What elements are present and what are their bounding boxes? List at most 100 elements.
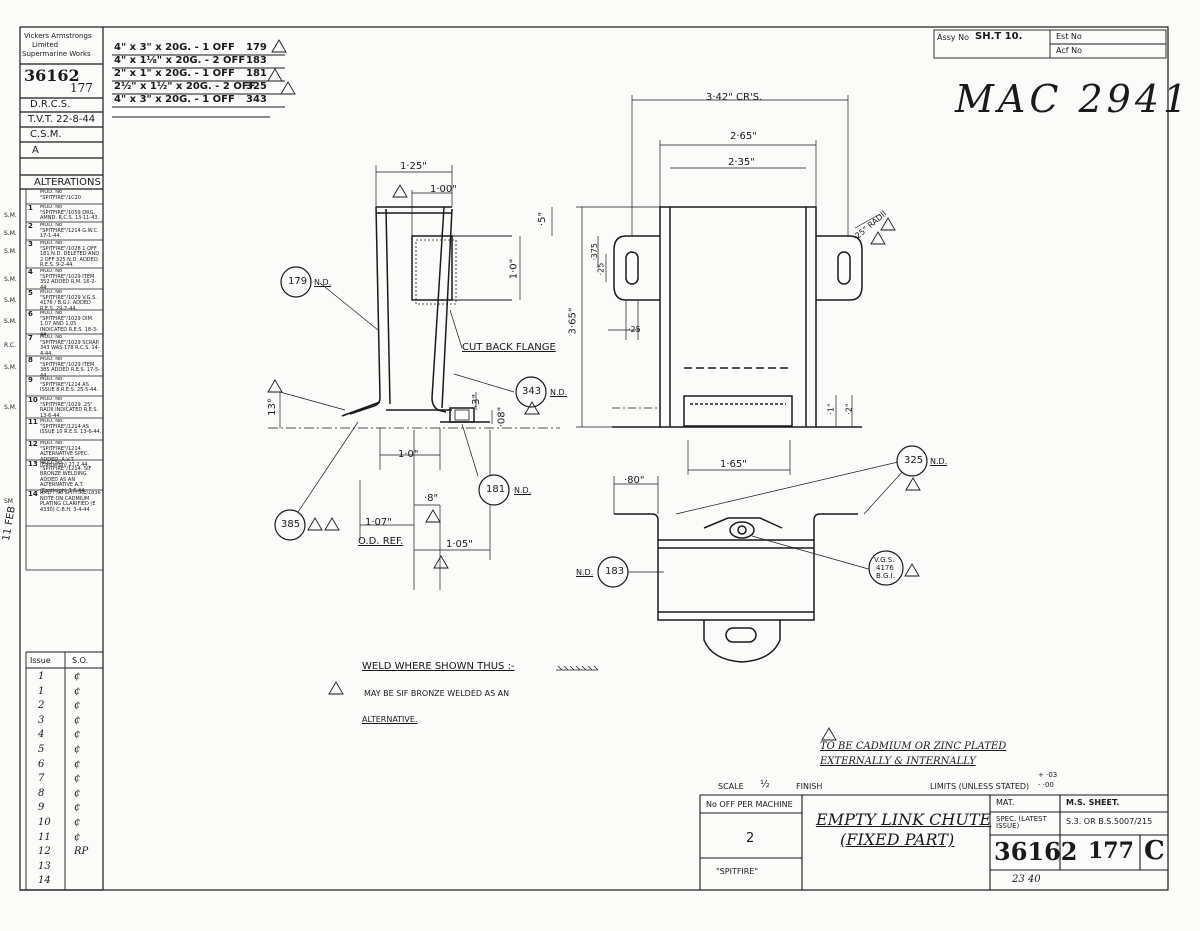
material-entry: 4" x 1⅛" x 20G. - 2 OFF: [114, 55, 246, 66]
dim-13-deg: 13°: [266, 398, 278, 416]
dim-0-5: ·5": [537, 211, 549, 227]
cut-back-flange-note: CUT BACK FLANGE: [462, 342, 556, 353]
alteration-number: 8: [28, 356, 33, 364]
dim-1-05: 1·05": [446, 539, 473, 550]
issue-header: Issue: [30, 656, 51, 665]
balloon-183: [597, 556, 629, 588]
alteration-entry: MOD. No "SPITFIRE"/1C20: [40, 190, 82, 201]
balloon-343-nd: N.D.: [550, 388, 568, 397]
alteration-number: 4: [28, 268, 33, 276]
balloon-179-nd: N.D.: [314, 278, 332, 287]
assy-no-label: Assy No: [937, 33, 969, 42]
balloon-181: [478, 474, 510, 506]
balloon-385: [274, 509, 306, 541]
alteration-number: 10: [28, 396, 38, 404]
footer-scribble: 23 40: [1012, 874, 1041, 885]
issue-number: 3: [38, 714, 45, 726]
alteration-entry: MOD. No "SPITFIRE"/1029 ITEM 385 ADDED R…: [40, 357, 100, 379]
issue-number: 12: [38, 846, 51, 858]
sheet-value: SH.T 10.: [975, 31, 1023, 42]
alteration-number: 7: [28, 334, 33, 342]
material-entry: 4" x 3" x 20G. - 1 OFF: [114, 94, 235, 105]
plan-view: [614, 513, 858, 663]
bronze-note-line-2: ALTERNATIVE.: [362, 715, 418, 724]
issue-number: 11: [38, 831, 51, 843]
revision-letter: C: [1144, 836, 1165, 866]
alteration-entry: MOD. No "SPITFIRE"/1028 1 OFF 181 N.D. D…: [40, 241, 100, 268]
balloon-325-label: 325: [904, 455, 924, 466]
issue-so: ¢: [74, 758, 81, 770]
alteration-number: 6: [28, 310, 33, 318]
dim-0-8: ·8": [424, 493, 439, 504]
issue-number: 1: [38, 671, 45, 682]
dim-3-42-crs: 3·42" CR'S.: [706, 92, 763, 103]
issue-so: ¢: [74, 773, 81, 785]
tracer-entry: T.V.T. 22-8-44: [28, 114, 96, 125]
front-view: [612, 206, 863, 428]
scale-label: SCALE: [718, 782, 744, 791]
alteration-entry: MOD. No "SPITFIRE"/1214. SIF BRONZE WELD…: [40, 461, 92, 494]
so-header: S.O.: [72, 656, 89, 665]
est-label: Est No: [1056, 32, 1082, 41]
balloon-325-nd: N.D.: [930, 457, 948, 466]
aircraft-label: "SPITFIRE": [716, 867, 759, 876]
alteration-entry: AMDT No SPITFIRE/1836 NOTE ON CADMIUM PL…: [40, 491, 101, 513]
alteration-entry: MOD. No "SPITFIRE"/1059 DRG. AMND. R.C.S…: [40, 205, 100, 221]
issue-number: 4: [38, 729, 45, 741]
dim-0-3: ·3": [471, 393, 483, 409]
material-item-number: 181: [246, 68, 267, 79]
spec-label: SPEC. (LATEST ISSUE): [996, 815, 1047, 830]
handwritten-ref: MAC 2941: [955, 77, 1192, 121]
dim-2-65: 2·65": [730, 131, 757, 142]
dim-0-25-h: ·25: [596, 262, 606, 276]
issue-number: 8: [38, 787, 45, 799]
limits-label: LIMITS (UNLESS STATED): [930, 782, 1030, 791]
alteration-number: 11: [28, 418, 38, 426]
od-ref: O.D. REF.: [358, 536, 404, 547]
limits-minus: - ·00: [1038, 781, 1054, 789]
dim-1-0-w: 1·0": [398, 449, 419, 460]
alteration-number: 13: [28, 460, 38, 468]
issue-number: 2: [38, 700, 45, 712]
alteration-initials: S.M.: [4, 404, 17, 411]
weld-note: WELD WHERE SHOWN THUS :-: [362, 661, 515, 672]
material-item-number: 325: [246, 81, 267, 92]
sidebar-sheet-ref: 177: [70, 81, 93, 95]
issue-so: ¢: [74, 831, 81, 843]
issue-number: 13: [38, 860, 51, 872]
dim-1-07: 1·07": [365, 517, 392, 528]
no-off-value: 2: [746, 831, 755, 846]
issue-number: 6: [38, 758, 45, 770]
alteration-initials: R.C.: [4, 342, 16, 349]
cadmium-note-line-1: TO BE CADMIUM OR ZINC PLATED: [820, 741, 1007, 752]
sidebar-drawing-number: 36162: [24, 66, 80, 85]
issue-number: 14: [38, 875, 51, 887]
bgi-label: B.G.I.: [876, 572, 895, 580]
side-view: [341, 206, 512, 423]
mat-value: M.S. SHEET.: [1066, 798, 1120, 807]
issue-so: ¢: [74, 685, 81, 697]
dim-0-2: ·2": [844, 403, 854, 415]
issue-number: 5: [38, 744, 45, 755]
spec-value: S.3. OR B.S.5007/215: [1066, 817, 1153, 826]
issue-number: 9: [38, 802, 45, 814]
alteration-number: 2: [28, 222, 33, 230]
alteration-entry: MOD. No "SPITFIRE"/1029 DIM. 1.07 AND 1.…: [40, 311, 98, 338]
alterations-title: ALTERATIONS: [34, 177, 101, 188]
issue-so: ¢: [74, 729, 81, 741]
title-sheet-number: 177: [1088, 838, 1134, 864]
bronze-note-line-1: MAY BE SIF BRONZE WELDED AS AN: [364, 689, 510, 698]
balloon-181-label: 181: [486, 484, 506, 495]
dim-3-65: 3·65": [567, 307, 579, 335]
cadmium-note-line-2: EXTERNALLY & INTERNALLY: [820, 756, 976, 767]
material-entry: 4" x 3" x 20G. - 1 OFF: [114, 42, 235, 53]
dim-0-1: ·1": [826, 403, 836, 415]
dim-1-0-h: 1·0": [508, 258, 520, 280]
mat-label: MAT.: [996, 798, 1015, 807]
material-entry: 2½" x 1½" x 20G. - 2 OFF: [114, 81, 256, 92]
dim-0-25-w: ·25: [628, 325, 641, 334]
title-drawing-number: 36162: [994, 837, 1078, 866]
acf-label: Acf No: [1056, 46, 1082, 55]
checker-label: C.S.M.: [30, 129, 62, 140]
alteration-entry: MOD. No "SPITFIRE"/1214 AS ISSUE 8 R.E.S…: [40, 377, 99, 393]
